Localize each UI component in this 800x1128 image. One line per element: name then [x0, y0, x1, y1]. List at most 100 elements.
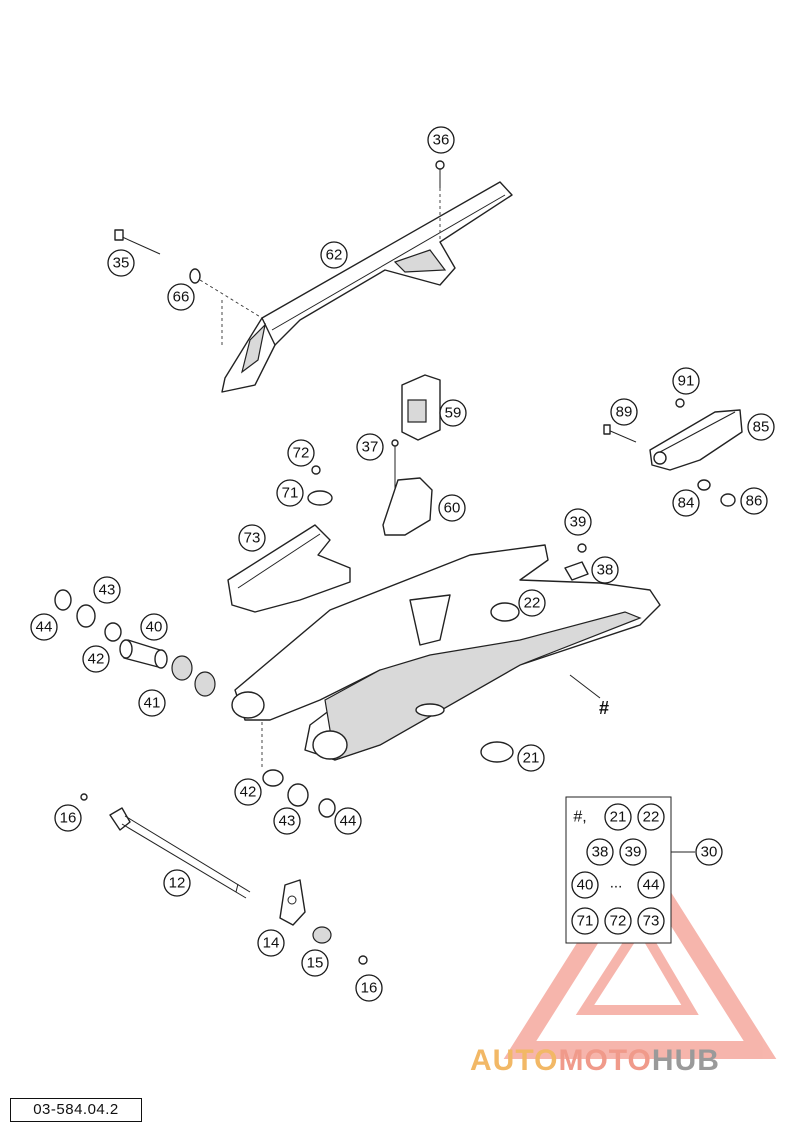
chain-guide-73 — [227, 524, 351, 613]
callout-label: 85 — [753, 419, 770, 436]
callout-43: 43 — [93, 576, 121, 604]
axle-plate-14 — [279, 879, 306, 926]
kit-item-44: 44 — [637, 871, 665, 899]
bearing-43-left — [76, 604, 96, 628]
callout-label: 66 — [173, 289, 190, 306]
seal-21 — [480, 741, 514, 763]
callout-label: 37 — [362, 439, 379, 456]
kit-item-38: 38 — [586, 838, 614, 866]
swingarm-marker: # — [599, 698, 609, 718]
callout-label: 21 — [523, 750, 540, 767]
bearing-44-right — [318, 798, 336, 818]
kit-item-label: 44 — [643, 877, 660, 894]
chain-slider — [649, 409, 743, 471]
callout-label: 44 — [340, 813, 357, 830]
kit-item-21: 21 — [604, 803, 632, 831]
chain-guard-screw — [114, 229, 161, 255]
callout-label: 86 — [746, 493, 763, 510]
callout-44: 44 — [30, 613, 58, 641]
callout-label: 44 — [36, 619, 53, 636]
kit-box-contents: #, ... — [573, 809, 622, 892]
callout-41: 41 — [138, 689, 166, 717]
needle-bearings-41 — [171, 655, 216, 697]
chain-guard-washer — [189, 268, 263, 348]
callout-label: 39 — [570, 514, 587, 531]
callout-15: 15 — [301, 949, 329, 977]
callout-label: 40 — [146, 619, 163, 636]
bracket-60 — [382, 439, 433, 536]
callout-71: 71 — [276, 479, 304, 507]
kit-item-label: 39 — [625, 844, 642, 861]
callout-label: 38 — [597, 562, 614, 579]
callout-72: 72 — [287, 439, 315, 467]
callout-label: 71 — [282, 485, 299, 502]
callout-59: 59 — [439, 399, 467, 427]
callout-60: 60 — [438, 494, 466, 522]
callout-14: 14 — [257, 929, 285, 957]
axle-nut-15 — [312, 926, 332, 944]
kit-item-73: 73 — [637, 907, 665, 935]
callout-16: 16 — [54, 804, 82, 832]
callout-label: 42 — [88, 651, 105, 668]
callout-label: 43 — [99, 582, 116, 599]
seal-42-right — [262, 769, 284, 787]
callout-label: 72 — [293, 445, 310, 462]
slider-washer-84 — [697, 479, 711, 491]
slider-nut-86 — [720, 493, 736, 507]
callout-22: 22 — [518, 589, 546, 617]
callout-44: 44 — [334, 807, 362, 835]
callout-91: 91 — [672, 367, 700, 395]
slider-bolt-91 — [675, 398, 685, 408]
watermark-part-3: HUB — [651, 1044, 720, 1077]
callout-label: 16 — [361, 980, 378, 997]
seal-42-left — [104, 622, 122, 642]
chain-guard — [221, 181, 513, 393]
kit-item-39: 39 — [619, 838, 647, 866]
chain-slider-screw — [603, 424, 637, 443]
rubber-block-59 — [401, 374, 441, 441]
bearing-43-right — [287, 783, 309, 807]
callout-label: 14 — [263, 935, 280, 952]
callout-89: 89 — [610, 398, 638, 426]
kit-hash-label: #, — [573, 809, 586, 826]
callout-42: 42 — [82, 645, 110, 673]
clip-38-39 — [564, 543, 589, 581]
nut-16-top — [80, 793, 88, 801]
callout-16: 16 — [355, 974, 383, 1002]
callout-42: 42 — [234, 778, 262, 806]
callout-21: 21 — [517, 744, 545, 772]
kit-item-label: 38 — [592, 844, 609, 861]
callout-43: 43 — [273, 807, 301, 835]
sleeve-40 — [119, 639, 168, 669]
kit-item-label: 73 — [643, 913, 660, 930]
callout-label: 30 — [701, 844, 718, 861]
pivot-axle — [109, 807, 251, 899]
watermark-part-1: AUTO — [470, 1044, 559, 1077]
kit-item-22: 22 — [637, 803, 665, 831]
swingarm — [231, 544, 661, 761]
callout-73: 73 — [238, 524, 266, 552]
kit-item-label: 21 — [610, 809, 627, 826]
watermark-text: AUTOMOTOHUB — [470, 1044, 720, 1078]
callout-label: 60 — [444, 500, 461, 517]
callout-30: 30 — [695, 838, 723, 866]
callout-label: 36 — [433, 132, 450, 149]
kit-item-71: 71 — [571, 907, 599, 935]
callout-84: 84 — [672, 489, 700, 517]
watermark-part-2: MOTO — [558, 1044, 652, 1077]
callout-35: 35 — [107, 249, 135, 277]
callout-label: 41 — [144, 695, 161, 712]
callout-label: 62 — [326, 247, 343, 264]
callout-12: 12 — [163, 869, 191, 897]
callout-label: 84 — [678, 495, 695, 512]
chain-guard-bolt — [435, 160, 445, 240]
callout-label: 59 — [445, 405, 462, 422]
callout-62: 62 — [320, 241, 348, 269]
callout-label: 43 — [279, 813, 296, 830]
callout-36: 36 — [427, 126, 455, 154]
callout-label: 22 — [524, 595, 541, 612]
watermark-logo — [503, 843, 777, 1059]
bearing-44-left — [54, 589, 72, 611]
